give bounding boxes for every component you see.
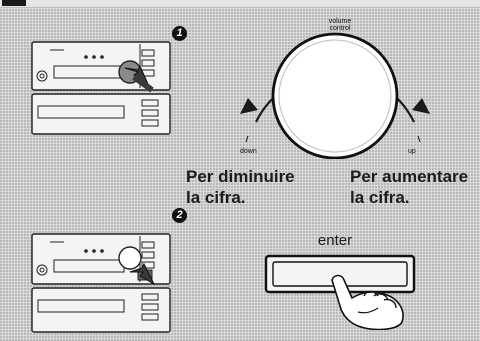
corner-mark [2, 0, 26, 6]
pointing-hand-icon [331, 274, 404, 331]
increase-caption-line1: Per aumentare [350, 167, 469, 186]
up-label: up [408, 148, 416, 155]
volume-label-line1: volume [329, 18, 352, 25]
volume-label-line2: control [329, 25, 350, 32]
stereo-unit-2-icon [30, 232, 180, 341]
stereo-unit-1-icon [30, 40, 180, 145]
decrease-caption-line1: Per diminuire [186, 167, 295, 186]
decrease-caption: Per diminuire la cifra. [186, 166, 295, 208]
step-2-badge: 2 [172, 208, 187, 223]
volume-dial-icon: volume control down up [230, 14, 440, 164]
step-1-badge: 1 [172, 26, 187, 41]
enter-button-illustration [262, 250, 422, 335]
increase-caption-line2: la cifra. [350, 188, 410, 207]
partial-title [60, 0, 310, 6]
top-strip [0, 0, 480, 8]
enter-label: enter [317, 232, 353, 249]
increase-caption: Per aumentare la cifra. [350, 166, 468, 208]
decrease-caption-line2: la cifra. [186, 188, 246, 207]
down-label: down [240, 148, 257, 155]
